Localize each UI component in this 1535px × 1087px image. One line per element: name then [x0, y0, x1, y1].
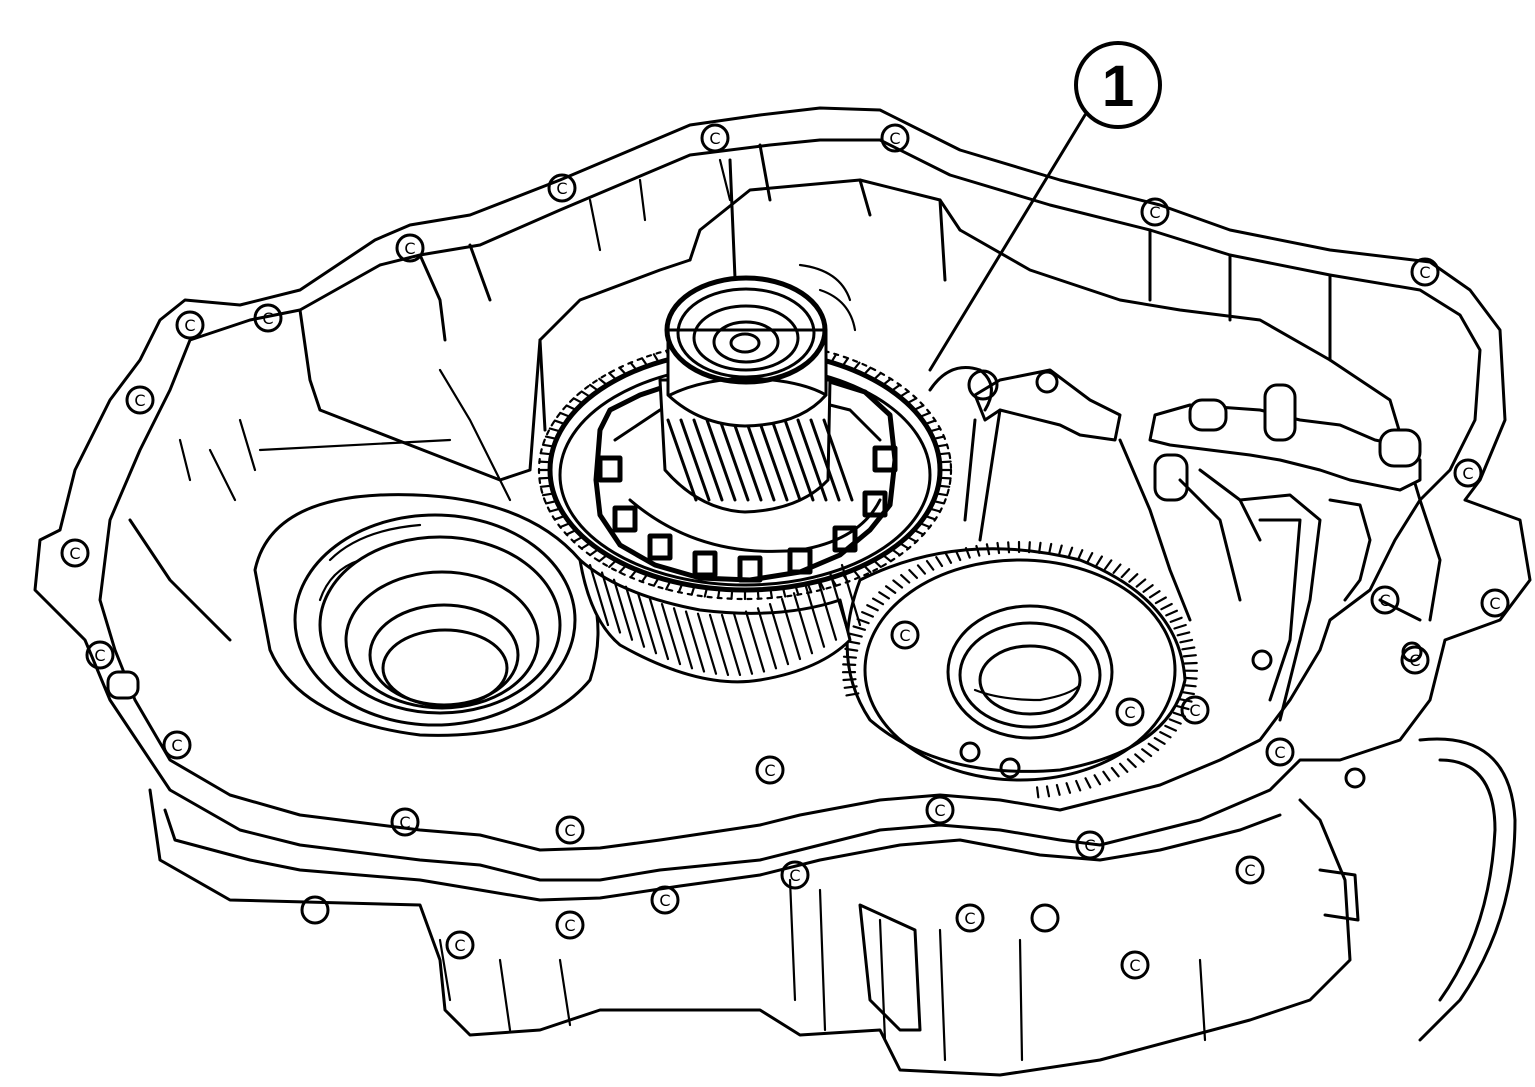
bolt-hole-ring — [890, 620, 920, 650]
bolt-hole-ring — [175, 310, 205, 340]
bolt-hole-ring — [1235, 855, 1265, 885]
bolt-hole-mark: C — [1419, 263, 1430, 282]
bolt-hole-mark: C — [184, 316, 195, 335]
callout-1: 1 — [928, 41, 1162, 372]
bolt-hole-mark: C — [659, 891, 670, 910]
bolt-hole-ring — [1180, 695, 1210, 725]
bolt-hole-mark: C — [1124, 703, 1135, 722]
bolt-hole-mark: C — [964, 909, 975, 928]
bolt-hole-mark: C — [171, 736, 182, 755]
small-hole — [959, 741, 981, 763]
bolt-hole-ring — [1120, 950, 1150, 980]
bolt-hole-mark: C — [899, 626, 910, 645]
bolt-hole-mark: C — [69, 544, 80, 563]
bolt-hole-ring — [925, 795, 955, 825]
differential-ring-gear — [841, 540, 1199, 799]
bolt-hole-mark: C — [1274, 743, 1285, 762]
clutch-dog — [872, 445, 898, 473]
clutch-dog — [612, 505, 638, 533]
bolt-hole-ring — [60, 538, 90, 568]
bolt-hole-ring — [700, 123, 730, 153]
mainshaft-gear-assembly — [537, 158, 953, 684]
bolt-hole-mark: C — [709, 129, 720, 148]
bolt-hole-mark: C — [94, 646, 105, 665]
bolt-hole-mark: C — [1084, 836, 1095, 855]
callout-1-circle — [1074, 41, 1162, 129]
small-hole — [1251, 649, 1273, 671]
clutch-dog — [692, 550, 718, 578]
bolt-hole-ring — [1265, 737, 1295, 767]
bolt-hole-ring — [555, 815, 585, 845]
lower-housing — [148, 737, 1517, 1077]
bolt-hole-mark: C — [1489, 594, 1500, 613]
pinion-helix-teeth — [666, 418, 854, 502]
bolt-hole-mark: C — [1462, 464, 1473, 483]
bolt-hole-ring — [253, 303, 283, 333]
bolt-hole-mark: C — [1129, 956, 1140, 975]
bolt-hole-ring — [162, 730, 192, 760]
small-hole — [999, 757, 1021, 779]
bolt-hole-ring — [650, 885, 680, 915]
bolt-hole-ring — [555, 910, 585, 940]
bolt-hole-mark: C — [934, 801, 945, 820]
bolt-hole-mark: C — [1244, 861, 1255, 880]
helical-gear-teeth — [588, 563, 862, 676]
bolt-hole-ring — [1410, 257, 1440, 287]
bolt-hole-ring — [1400, 645, 1430, 675]
clutch-dog — [737, 555, 763, 583]
bolt-hole-ring — [1370, 585, 1400, 615]
helix-tooth-lines — [588, 563, 862, 676]
bolt-hole-ring — [780, 860, 810, 890]
dowel-pin — [106, 670, 140, 700]
bolt-hole-ring — [1140, 197, 1170, 227]
small-hole — [1344, 767, 1366, 789]
bolt-hole-ring — [1075, 830, 1105, 860]
bolt-hole-ring — [85, 640, 115, 670]
callout-1-leader — [928, 113, 1087, 372]
bolt-hole-ring — [955, 903, 985, 933]
bolt-hole-mark: C — [1189, 701, 1200, 720]
bolt-hole-mark: C — [789, 866, 800, 885]
bolt-hole-ring — [547, 173, 577, 203]
bolt-hole-ring — [125, 385, 155, 415]
bolt-hole-ring — [880, 123, 910, 153]
bolt-hole-ring — [1480, 588, 1510, 618]
bolt-hole-ring — [1115, 697, 1145, 727]
bolt-hole-ring — [755, 755, 785, 785]
small-hole — [1401, 641, 1423, 663]
bolt-hole-ring — [390, 807, 420, 837]
left-bearing-bore — [253, 493, 600, 737]
bolt-hole-mark: C — [556, 179, 567, 198]
bolt-hole-mark: C — [262, 309, 273, 328]
callout-1-label: 1 — [1102, 54, 1134, 119]
bolt-hole-mark: C — [134, 391, 145, 410]
clutch-dog — [647, 533, 673, 561]
clutch-dog — [597, 455, 623, 483]
bolt-hole-ring — [1453, 458, 1483, 488]
bolt-hole-mark: C — [889, 129, 900, 148]
bolt-hole-mark: C — [564, 916, 575, 935]
bolt-hole-mark: C — [454, 936, 465, 955]
bolt-hole-mark: C — [399, 813, 410, 832]
bolt-hole-mark: C — [564, 821, 575, 840]
bolt-hole-ring — [445, 930, 475, 960]
bolt-hole-mark: C — [404, 239, 415, 258]
bolt-hole-mark: C — [1379, 591, 1390, 610]
pinion-tooth-lines — [666, 418, 854, 502]
bolt-hole-mark: C — [764, 761, 775, 780]
bolt-hole-ring — [395, 233, 425, 263]
shift-bracket — [928, 366, 1442, 722]
bolt-hole-mark: C — [1149, 203, 1160, 222]
clutch-dog — [862, 490, 888, 518]
